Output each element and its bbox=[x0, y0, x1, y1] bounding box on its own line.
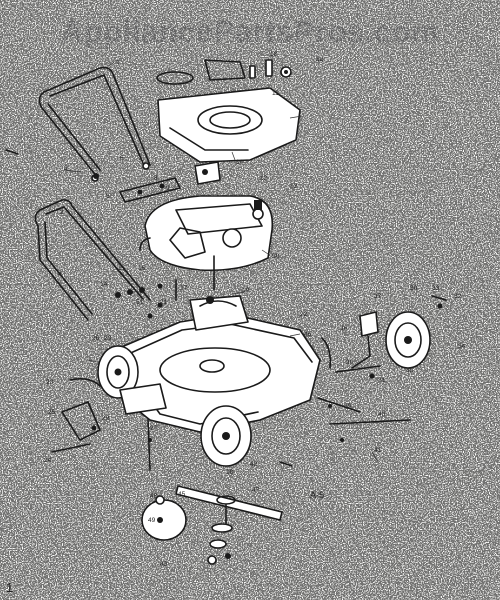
callout-number-50: 50 bbox=[272, 253, 280, 260]
callout-number-20: 20 bbox=[46, 379, 54, 386]
callout-number-3: 3 bbox=[64, 165, 68, 172]
callout-number-42: 42 bbox=[250, 461, 258, 468]
handle-bolts bbox=[93, 173, 163, 298]
callout-number-22: 22 bbox=[300, 311, 308, 318]
wheel-front-left bbox=[200, 405, 252, 467]
callout-number-41: 41 bbox=[374, 447, 382, 454]
callout-number-2: 2 bbox=[60, 209, 64, 216]
callout-number-7: 7 bbox=[138, 155, 142, 162]
callout-number-30: 30 bbox=[346, 359, 354, 366]
callout-number-15: 15 bbox=[118, 265, 126, 272]
callout-number-10: 10 bbox=[236, 159, 244, 166]
control-bracket bbox=[119, 161, 221, 203]
callout-number-21: 21 bbox=[160, 299, 168, 306]
callout-number-33: 33 bbox=[432, 285, 440, 292]
callout-leaders bbox=[63, 61, 379, 463]
misc-hardware bbox=[147, 279, 411, 471]
callout-number-43: 43 bbox=[160, 561, 168, 568]
callout-number-48: 48 bbox=[150, 493, 158, 500]
callout-number-34: 34 bbox=[458, 343, 466, 350]
callout-number-6: 6 bbox=[120, 155, 124, 162]
wheel-rear-right bbox=[385, 311, 431, 369]
callout-number-5: 5 bbox=[106, 193, 110, 200]
engine-shroud bbox=[157, 87, 301, 163]
shroud-hardware bbox=[156, 59, 292, 85]
rear-deflector bbox=[51, 378, 167, 453]
callout-number-28: 28 bbox=[226, 469, 234, 476]
callout-number-17: 17 bbox=[180, 285, 188, 292]
callout-number-39: 39 bbox=[344, 403, 352, 410]
lower-handle bbox=[34, 199, 151, 321]
callout-number-4: 4 bbox=[58, 271, 62, 278]
callout-number-27: 27 bbox=[150, 425, 158, 432]
callout-number-38: 38 bbox=[410, 285, 418, 292]
callout-number-11: 11 bbox=[272, 90, 279, 97]
cutting-blade bbox=[175, 485, 283, 565]
callout-number-45: 45 bbox=[178, 491, 186, 498]
callout-number-35: 35 bbox=[406, 367, 414, 374]
callout-number-9: 9 bbox=[166, 185, 170, 192]
callout-number-40: 40 bbox=[378, 411, 386, 418]
engine bbox=[139, 195, 274, 291]
callout-number-1: 1 bbox=[116, 59, 120, 66]
callout-number-46: 46 bbox=[304, 331, 312, 338]
callout-number-23: 23 bbox=[104, 335, 112, 342]
callout-number-31: 31 bbox=[378, 377, 386, 384]
callout-number-49: 49 bbox=[148, 517, 156, 524]
wheel-rear-left bbox=[97, 345, 139, 399]
blade-adapter bbox=[141, 495, 187, 541]
callout-number-44: 44 bbox=[316, 57, 324, 64]
callout-number-12: 12 bbox=[260, 175, 268, 182]
callout-number-36: 36 bbox=[340, 325, 348, 332]
diagram-code-label: A-5 bbox=[310, 490, 324, 500]
callout-number-24: 24 bbox=[44, 457, 52, 464]
callout-number-29: 29 bbox=[102, 415, 110, 422]
callout-number-18: 18 bbox=[270, 51, 278, 58]
callout-number-37: 37 bbox=[374, 293, 382, 300]
callout-number-14: 14 bbox=[100, 281, 108, 288]
height-adjuster bbox=[335, 295, 447, 379]
callout-number-32: 32 bbox=[454, 293, 462, 300]
callout-number-8: 8 bbox=[154, 175, 158, 182]
callout-number-13: 13 bbox=[290, 183, 298, 190]
callout-number-19: 19 bbox=[242, 287, 250, 294]
callout-number-25: 25 bbox=[48, 409, 56, 416]
callout-number-51: 51 bbox=[136, 299, 144, 306]
callout-number-16: 16 bbox=[138, 265, 146, 272]
callout-number-47: 47 bbox=[252, 487, 260, 494]
callout-number-26: 26 bbox=[92, 335, 100, 342]
margin-mark bbox=[5, 149, 19, 155]
corner-mark-label: 1 bbox=[6, 580, 13, 595]
